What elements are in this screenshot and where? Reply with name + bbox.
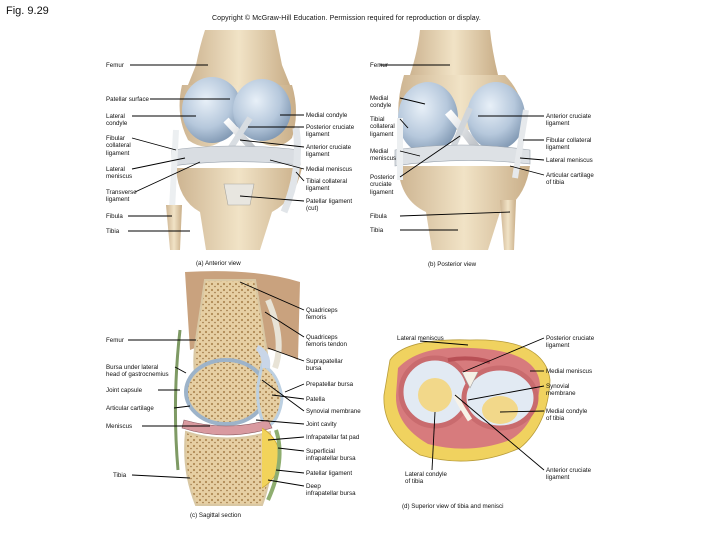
label-c-quadriceps-femoris: Quadriceps femoris [306, 307, 338, 322]
caption-posterior-view: (b) Posterior view [428, 261, 477, 268]
label-a-posterior-cruciate: Posterior cruciate ligament [306, 124, 355, 139]
leader-line-19 [399, 135, 461, 178]
label-c-prepatellar-bursa: Prepatellar bursa [306, 381, 354, 388]
label-c-deep-bursa: Deep infrapatellar bursa [306, 483, 356, 498]
label-d-synovial-membrane: Synovial membrane [546, 383, 576, 398]
caption-superior-view: (d) Superior view of tibia and menisci [402, 503, 504, 510]
caption-anterior-view: (a) Anterior view [196, 260, 241, 267]
label-d-anterior-cruciate: Anterior cruciate ligament [546, 467, 592, 482]
label-b-tibia: Tibia [370, 227, 384, 234]
leader-line-36 [271, 394, 305, 400]
label-d-medial-condyle: Medial condyle of tibia [546, 408, 588, 423]
label-c-quadriceps-tendon: Quadriceps femoris tendon [306, 334, 347, 349]
label-d-lateral-condyle: Lateral condyle of tibia [405, 471, 447, 486]
leader-line-39 [267, 436, 305, 441]
label-b-medial-condyle: Medial condyle [370, 95, 392, 110]
label-b-femur: Femur [370, 62, 388, 69]
sagittal-section-art [173, 271, 300, 506]
label-c-meniscus: Meniscus [106, 423, 133, 430]
leader-line-16 [399, 97, 426, 105]
label-c-articular-cartilage: Articular cartilage [106, 405, 154, 412]
posterior-view-art [394, 30, 531, 250]
leader-line-47 [467, 385, 545, 401]
label-a-medial-condyle: Medial condyle [306, 112, 348, 119]
leader-line-32 [239, 281, 305, 311]
leader-line-20 [399, 211, 511, 217]
label-a-lateral-meniscus: Lateral meniscus [106, 166, 133, 181]
figure-number: Fig. 9.29 [6, 5, 49, 17]
leader-line-27 [174, 366, 187, 374]
label-c-infrapatellar-fat-pad: Infrapatellar fat pad [306, 434, 360, 441]
superior-view-art [383, 339, 551, 462]
label-c-bursa-gastrocnemius: Bursa under lateral head of gastrocnemiu… [106, 364, 169, 379]
label-c-femur: Femur [106, 337, 124, 344]
label-a-lateral-condyle: Lateral condyle [106, 113, 128, 128]
label-c-tibia: Tibia [113, 472, 127, 479]
label-b-posterior-cruciate: Posterior cruciate ligament [370, 174, 395, 196]
leader-line-18 [399, 150, 421, 157]
leader-line-6 [134, 161, 201, 193]
leader-line-29 [173, 405, 191, 409]
leader-line-48 [499, 410, 545, 413]
label-d-medial-meniscus: Medial meniscus [546, 368, 593, 375]
label-c-patellar-ligament: Patellar ligament [306, 470, 353, 477]
leader-line-13 [295, 171, 305, 182]
label-a-fibular-collateral: Fibular collateral ligament [106, 135, 131, 157]
leader-line-35 [284, 383, 305, 393]
leader-line-25 [509, 165, 545, 176]
label-a-femur: Femur [106, 62, 124, 69]
label-a-tibia: Tibia [106, 228, 120, 235]
label-c-patella: Patella [306, 396, 325, 403]
label-b-anterior-cruciate: Anterior cruciate ligament [546, 113, 592, 128]
leader-line-41 [275, 469, 305, 474]
label-a-patellar-surface: Patellar surface [106, 96, 149, 103]
leader-line-49 [454, 394, 545, 471]
label-b-fibula: Fibula [370, 213, 387, 220]
leader-lines [128, 64, 545, 487]
leader-line-38 [255, 419, 305, 425]
leader-line-44 [431, 411, 436, 471]
label-b-medial-meniscus: Medial meniscus [370, 148, 397, 163]
copyright-notice: Copyright © McGraw-Hill Education. Permi… [212, 15, 481, 22]
label-c-suprapatellar-bursa: Suprapatellar bursa [306, 358, 343, 373]
leader-line-11 [239, 139, 305, 148]
label-d-posterior-cruciate: Posterior cruciate ligament [546, 335, 595, 350]
leader-line-17 [399, 118, 409, 129]
leader-line-43 [419, 340, 469, 346]
leader-line-31 [131, 474, 191, 479]
label-c-synovial-membrane: Synovial membrane [306, 408, 361, 415]
leader-line-12 [269, 159, 305, 170]
leader-line-33 [264, 311, 305, 338]
label-a-transverse-ligament: Transverse ligament [106, 189, 137, 204]
label-a-patellar-ligament-cut: Patellar ligament (cut) [306, 198, 353, 213]
label-c-joint-cavity: Joint cavity [306, 421, 337, 428]
label-b-fibular-collateral: Fibular collateral ligament [546, 137, 592, 152]
label-b-tibial-collateral: Tibial collateral ligament [370, 116, 395, 138]
label-d-lateral-meniscus: Lateral meniscus [397, 335, 444, 342]
leader-line-40 [277, 447, 305, 452]
label-c-superficial-bursa: Superficial infrapatellar bursa [306, 448, 356, 463]
label-a-fibula: Fibula [106, 213, 123, 220]
leader-line-45 [462, 337, 545, 373]
leader-line-14 [239, 195, 305, 202]
label-a-tibial-collateral: Tibial collateral ligament [306, 178, 348, 193]
label-a-anterior-cruciate: Anterior cruciate ligament [306, 144, 352, 159]
leader-line-34 [267, 347, 305, 362]
leader-line-24 [519, 157, 545, 161]
leader-line-42 [267, 479, 305, 487]
leader-line-4 [131, 137, 177, 151]
label-b-articular-cartilage: Articular cartilage of tibia [546, 172, 594, 187]
caption-sagittal-section: (c) Sagittal section [190, 512, 241, 519]
label-b-lateral-meniscus: Lateral meniscus [546, 157, 593, 164]
anterior-view-art [166, 30, 302, 250]
label-a-medial-meniscus: Medial meniscus [306, 166, 353, 173]
leader-line-37 [261, 379, 305, 412]
leader-line-5 [131, 157, 186, 170]
label-c-joint-capsule: Joint capsule [106, 387, 143, 394]
